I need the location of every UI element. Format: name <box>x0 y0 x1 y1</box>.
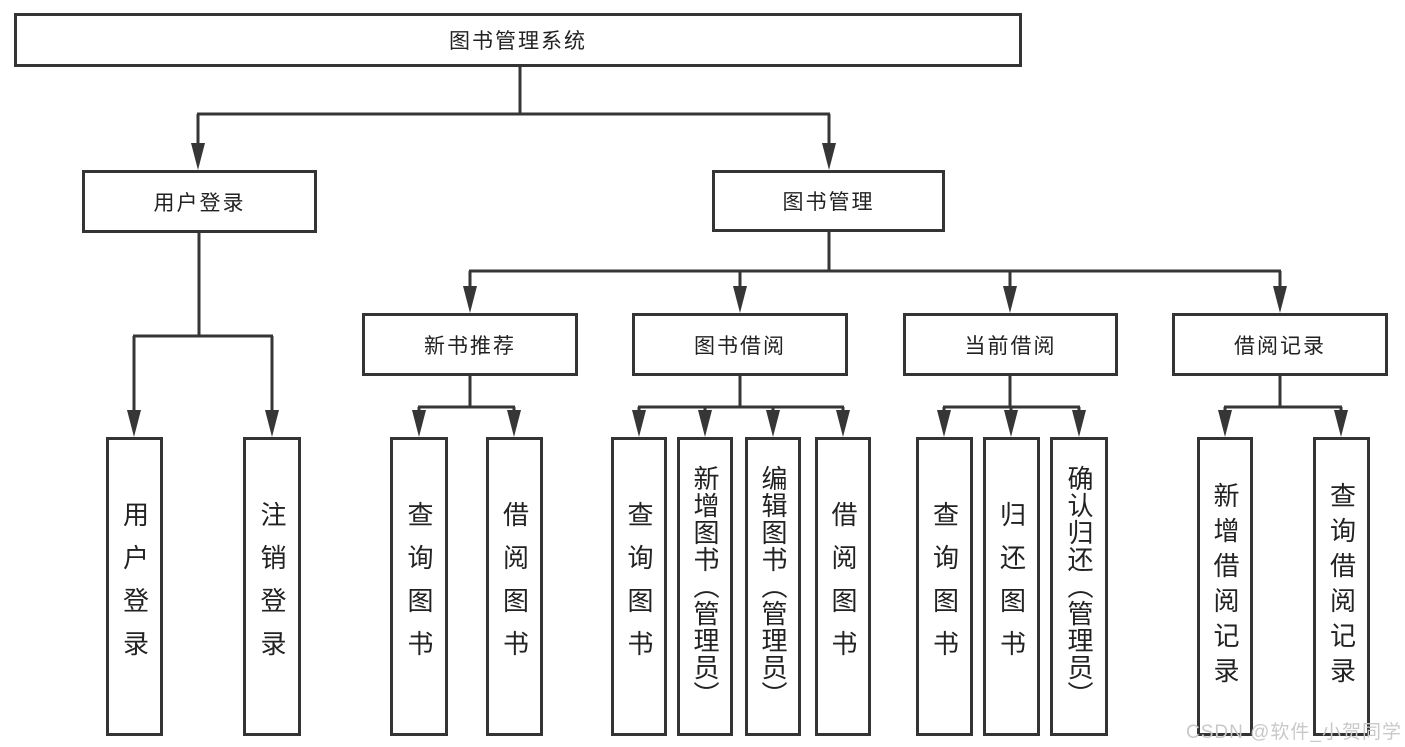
node-user-login-label: 用户登录 <box>153 191 246 215</box>
leaf-confirm-return-admin: 确认归还（管理员） <box>1050 437 1108 736</box>
arrow-down-icon <box>766 410 780 437</box>
leaf-query-books-current: 查询图书 <box>916 437 973 736</box>
leaf-query-books-recommend: 查询图书 <box>390 437 448 736</box>
leaf-logout: 注销登录 <box>243 437 301 736</box>
node-user-login: 用户登录 <box>82 170 317 233</box>
watermark: CSDN @软件_小贺同学 <box>1186 722 1402 743</box>
node-root-label: 图书管理系统 <box>449 30 587 53</box>
leaf-confirm-return-admin-label: 确认归还（管理员） <box>1064 465 1094 708</box>
arrow-down-icon <box>1003 286 1017 313</box>
arrow-down-icon <box>1273 286 1287 313</box>
arrow-down-icon <box>1334 410 1348 437</box>
leaf-query-books-current-label: 查询图书 <box>929 500 960 673</box>
node-root: 图书管理系统 <box>14 13 1022 67</box>
node-borrow-records-label: 借阅记录 <box>1234 334 1326 358</box>
node-new-book-recommend-label: 新书推荐 <box>424 334 516 358</box>
leaf-query-borrow-record-label: 查询借阅记录 <box>1326 481 1357 692</box>
leaf-add-book-admin-label: 新增图书（管理员） <box>690 465 720 708</box>
node-book-borrow-label: 图书借阅 <box>694 334 786 358</box>
arrow-down-icon <box>191 143 205 170</box>
arrow-down-icon <box>412 410 426 437</box>
arrow-down-icon <box>265 410 279 437</box>
arrow-down-icon <box>836 410 850 437</box>
leaf-query-books-borrow: 查询图书 <box>611 437 667 736</box>
arrow-down-icon <box>1004 410 1018 437</box>
leaf-query-borrow-record: 查询借阅记录 <box>1313 437 1370 736</box>
node-current-borrow: 当前借阅 <box>903 313 1118 376</box>
arrow-down-icon <box>127 410 141 437</box>
node-new-book-recommend: 新书推荐 <box>362 313 578 376</box>
branch-lines <box>132 67 1343 411</box>
node-current-borrow-label: 当前借阅 <box>964 334 1057 358</box>
arrow-down-icon <box>733 286 747 313</box>
leaf-edit-book-admin: 编辑图书（管理员） <box>745 437 801 736</box>
node-book-management-label: 图书管理 <box>782 191 875 214</box>
leaf-add-borrow-record-label: 新增借阅记录 <box>1210 481 1240 692</box>
node-book-borrow: 图书借阅 <box>632 313 848 376</box>
leaf-borrow-books-recommend-label: 借阅图书 <box>499 500 530 673</box>
arrow-down-icon <box>698 410 712 437</box>
arrowhead-icons <box>127 143 1348 437</box>
leaf-add-book-admin: 新增图书（管理员） <box>677 437 733 736</box>
arrow-down-icon <box>822 143 836 170</box>
leaf-query-books-recommend-label: 查询图书 <box>404 500 434 673</box>
leaf-edit-book-admin-label: 编辑图书（管理员） <box>758 465 788 708</box>
leaf-return-books: 归还图书 <box>983 437 1040 736</box>
leaf-query-books-borrow-label: 查询图书 <box>624 500 654 673</box>
arrow-down-icon <box>1218 410 1232 437</box>
arrow-down-icon <box>937 410 951 437</box>
arrow-down-icon <box>1072 410 1086 437</box>
leaf-user-login: 用户登录 <box>106 437 163 736</box>
leaf-borrow-books-recommend: 借阅图书 <box>486 437 543 736</box>
leaf-borrow-books-label: 借阅图书 <box>828 500 858 673</box>
leaf-user-login-label: 用户登录 <box>119 500 150 673</box>
arrow-down-icon <box>463 286 477 313</box>
arrow-down-icon <box>632 410 646 437</box>
leaf-logout-label: 注销登录 <box>257 500 287 673</box>
arrow-down-icon <box>507 410 521 437</box>
leaf-return-books-label: 归还图书 <box>996 500 1027 673</box>
node-borrow-records: 借阅记录 <box>1172 313 1388 376</box>
leaf-add-borrow-record: 新增借阅记录 <box>1197 437 1253 736</box>
leaf-borrow-books: 借阅图书 <box>815 437 871 736</box>
node-book-management: 图书管理 <box>712 170 945 232</box>
